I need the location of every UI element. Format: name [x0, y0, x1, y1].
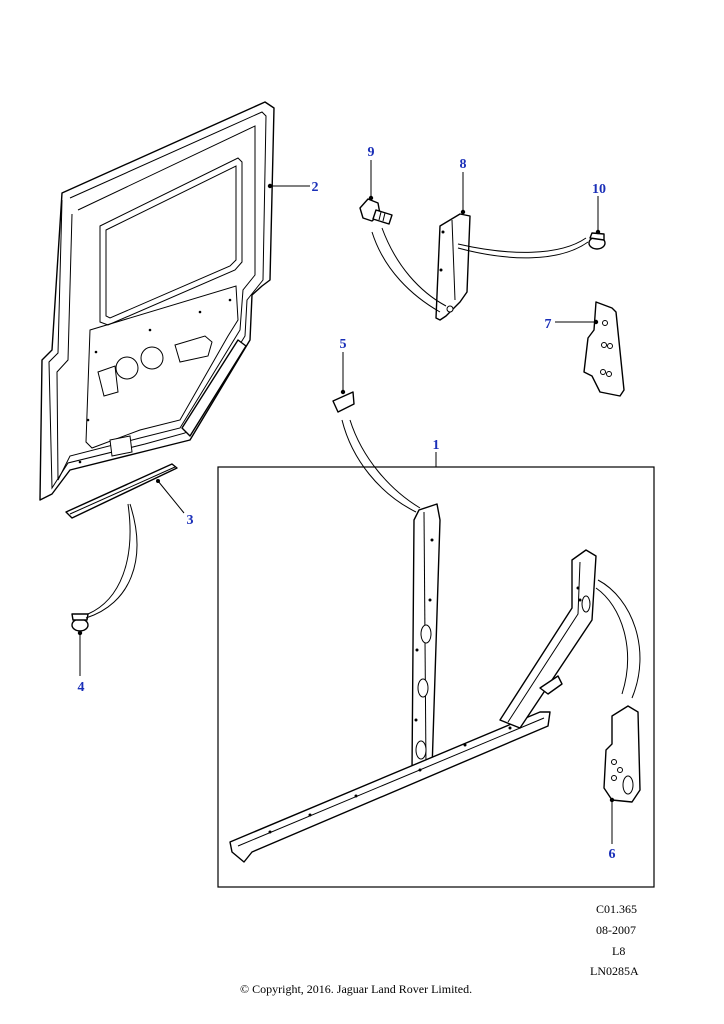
callout-7: 7	[545, 317, 552, 332]
leader-lines	[77, 160, 615, 844]
door-assembly	[39, 101, 275, 501]
fastener-clip	[588, 232, 606, 250]
upright-bracket	[435, 213, 471, 321]
callout-2: 2	[312, 180, 319, 195]
body-side-frame	[229, 503, 641, 863]
push-clip-part	[71, 613, 89, 632]
copyright-notice: © Copyright, 2016. Jaguar Land Rover Lim…	[240, 982, 473, 996]
callouts: 1 2 3 4 5 6 7 8 9 10	[78, 145, 616, 862]
callout-1: 1	[433, 438, 440, 453]
shim-plate	[332, 391, 355, 413]
callout-6: 6	[609, 847, 616, 862]
callout-9: 9	[368, 145, 375, 160]
callout-4: 4	[78, 680, 85, 695]
callout-10: 10	[592, 182, 606, 197]
reinforcement-bracket	[583, 301, 625, 397]
drawing-date: 08-2007	[596, 923, 636, 937]
bolt-part	[359, 198, 393, 225]
illustration-number: LN0285A	[590, 964, 639, 978]
drawing-reference: C01.365	[596, 902, 638, 916]
callout-8: 8	[460, 157, 467, 172]
sill-strip	[65, 463, 178, 519]
callout-5: 5	[340, 337, 347, 352]
assembly-arcs	[85, 227, 641, 699]
drawing-code: L8	[612, 944, 626, 958]
callout-3: 3	[187, 513, 194, 528]
